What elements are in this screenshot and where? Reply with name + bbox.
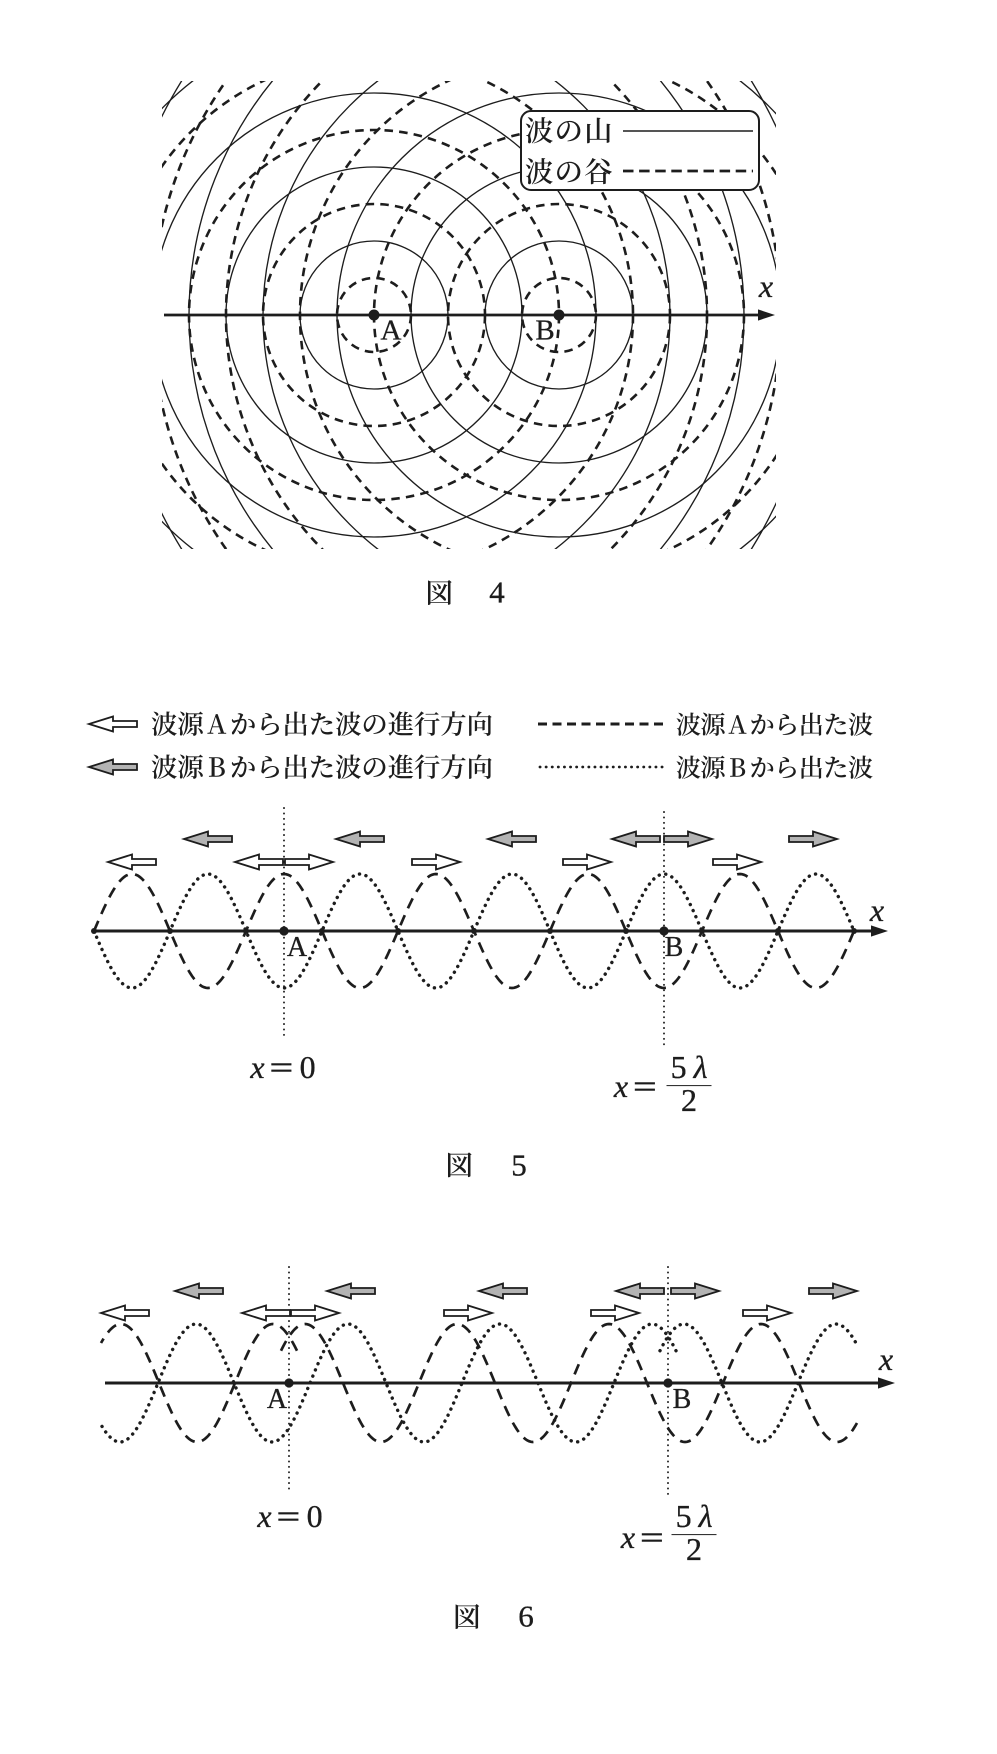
fig6-x5l2-num-symbol: λ — [698, 1497, 713, 1534]
wave-a-curve — [99, 1322, 299, 1444]
wave-a-direction-arrow — [411, 853, 464, 871]
fig6-x5l2-denominator: 2 — [686, 1531, 702, 1568]
fig5-x-axis-label: x — [869, 892, 885, 928]
zero-crossing-dot — [851, 928, 857, 934]
zero-crossing-dot — [319, 928, 325, 934]
zero-crossing-dot — [167, 928, 173, 934]
fig6-source-a-label: A — [266, 1384, 288, 1415]
fig6-x0-eq: = — [276, 1498, 301, 1534]
wave-b-direction-arrow — [171, 1282, 224, 1300]
fig6-x-axis-label: x — [878, 1341, 894, 1377]
wave-b-direction-arrow — [608, 830, 661, 848]
fig4-source-a-label: A — [380, 314, 402, 347]
wave-a-direction-arrow — [290, 1304, 343, 1322]
fig5-x5l2-x: x — [613, 1068, 629, 1104]
figure4-ripple-diagram — [162, 81, 776, 549]
fig6-source-b-label: B — [672, 1384, 692, 1415]
wave-b-direction-arrow — [332, 830, 385, 848]
zero-crossing-dot — [699, 928, 705, 934]
wave-a-direction-arrow — [712, 853, 765, 871]
source-a-dot — [368, 309, 380, 321]
wave-b-curve — [658, 1322, 860, 1444]
fig6-caption-number: 6 — [518, 1598, 534, 1634]
wave-a-direction-arrow — [590, 1304, 643, 1322]
fig4-source-b-label: B — [535, 314, 555, 347]
x-axis-arrowhead — [758, 309, 775, 321]
fig5-x5l2-num-coeff: 5 — [670, 1048, 687, 1085]
fig6-x0-x: x — [257, 1498, 272, 1534]
figure4-legend-box — [520, 110, 760, 191]
fig5-x0-x: x — [250, 1049, 265, 1085]
wave-b-direction-arrow — [323, 1282, 376, 1300]
wave-a-direction-arrow — [238, 1304, 291, 1322]
x-axis-arrowhead — [871, 925, 888, 937]
fig4-caption-number: 4 — [489, 574, 505, 610]
wave-a-direction-arrow — [742, 1304, 795, 1322]
wave-a-direction-arrow — [104, 853, 157, 871]
fig5-x0-val: 0 — [299, 1049, 316, 1085]
wave-a-direction-arrow — [231, 853, 284, 871]
fig6-x5l2-eq: = — [640, 1519, 664, 1555]
wave-b-direction-arrow — [612, 1282, 665, 1300]
wave-b-direction-arrow — [663, 830, 716, 848]
figure5-legend-markers — [85, 715, 665, 776]
fig6-x-equals-0-label: x = 0 — [257, 1498, 323, 1534]
fig5-x5l2-num-symbol: λ — [693, 1048, 708, 1085]
source-a-dot — [279, 926, 289, 936]
fig5-x5l2-eq: = — [633, 1068, 657, 1104]
wave-b-direction-arrow — [484, 830, 537, 848]
zero-crossing-dot — [395, 928, 401, 934]
fig5-x-equals-5l2-lhs: x = — [613, 1068, 658, 1104]
x-axis-arrowhead — [878, 1377, 895, 1389]
zero-crossing-dot — [91, 928, 97, 934]
fig5-x5l2-fraction-bar — [666, 1084, 712, 1087]
fig5-source-b-label: B — [664, 932, 684, 963]
fig5-source-a-label: A — [286, 932, 308, 963]
fig5-x-equals-0-label: x = 0 — [250, 1049, 316, 1085]
fig5-x5l2-denominator: 2 — [681, 1082, 697, 1119]
fig6-x0-val: 0 — [306, 1498, 323, 1534]
source-b-dot — [553, 309, 565, 321]
wave-a-direction-arrow — [284, 853, 337, 871]
fig5-caption-number: 5 — [511, 1147, 527, 1183]
legend-wave-b-direction-arrow — [85, 758, 138, 776]
fig5-x0-eq: = — [269, 1049, 294, 1085]
source-a-dot — [284, 1378, 294, 1388]
wave-a-direction-arrow — [97, 1304, 150, 1322]
zero-crossing-dot — [547, 928, 553, 934]
figure5-wave-snapshot — [91, 807, 888, 1047]
wave-b-direction-arrow — [808, 1282, 861, 1300]
wave-b-direction-arrow — [788, 830, 841, 848]
fig6-x5l2-fraction-bar — [671, 1533, 717, 1536]
fig4-x-axis-label: x — [758, 268, 774, 304]
wave-b-direction-arrow — [180, 830, 233, 848]
fig6-x5l2-num-coeff: 5 — [675, 1497, 692, 1534]
figure6-wave-snapshot — [97, 1266, 895, 1498]
zero-crossing-dot — [623, 928, 629, 934]
wave-a-direction-arrow — [562, 853, 615, 871]
wave-b-direction-arrow — [475, 1282, 528, 1300]
source-b-dot — [659, 926, 669, 936]
zero-crossing-dot — [243, 928, 249, 934]
legend-wave-a-direction-arrow — [85, 715, 138, 733]
zero-crossing-dot — [775, 928, 781, 934]
wave-a-curve — [279, 1322, 859, 1444]
source-b-dot — [663, 1378, 673, 1388]
fig6-x-equals-5l2-lhs: x = — [620, 1519, 665, 1555]
wave-b-direction-arrow — [670, 1282, 723, 1300]
zero-crossing-dot — [471, 928, 477, 934]
wave-a-direction-arrow — [443, 1304, 496, 1322]
fig6-x5l2-x: x — [620, 1519, 636, 1555]
